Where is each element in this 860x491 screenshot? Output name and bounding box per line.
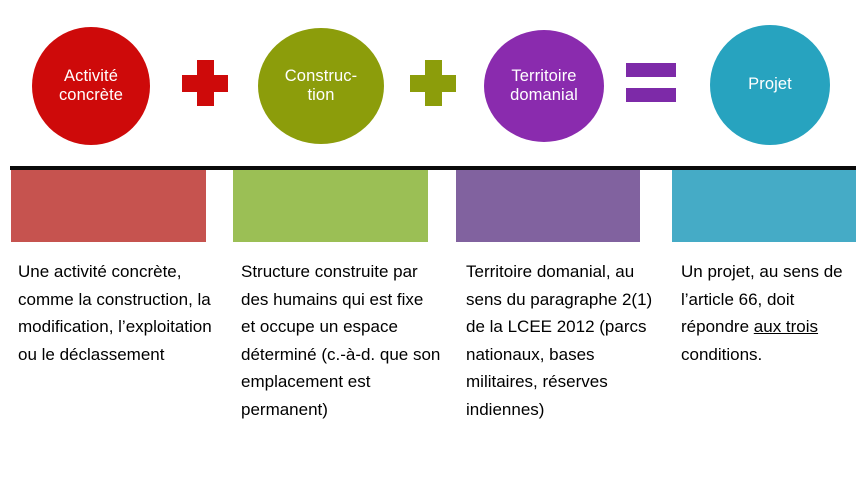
column-text-construction: Structure construite par des humains qui…: [241, 262, 441, 419]
term-label: Territoire domanial: [510, 66, 578, 104]
column-text-projet-underlined: aux trois: [753, 317, 819, 336]
term-circle-projet: Projet: [710, 25, 830, 145]
column-text-projet: Un projet, au sens de l’article 66, doit…: [681, 258, 860, 368]
equals-icon: [626, 63, 676, 103]
column-bar-territoire-domanial: [456, 170, 640, 242]
term-label: Construc- tion: [284, 66, 358, 104]
column-text-projet-before: Un projet, au sens de l’article 66, doit…: [681, 262, 843, 336]
column-bar-construction: [233, 170, 428, 242]
term-label: Projet: [748, 75, 792, 94]
horizontal-divider: [10, 166, 856, 170]
equals-icon-top-bar: [626, 63, 676, 77]
column-text-projet-after: conditions.: [681, 344, 763, 364]
plus-icon: [182, 60, 228, 106]
column-text-territoire-domanial: Territoire domanial, au sens du paragrap…: [466, 262, 653, 419]
plus-icon-vertical-bar: [197, 60, 214, 106]
equation-row: Activité concrète Construc- tion Territo…: [0, 0, 860, 160]
term-circle-activite-concrete: Activité concrète: [32, 27, 150, 145]
column-bar-activite-concrete: [11, 170, 206, 242]
column-text-activite-concrete: Une activité concrète, comme la construc…: [18, 262, 212, 364]
term-circle-territoire-domanial: Territoire domanial: [484, 30, 604, 142]
term-label: Activité concrète: [58, 66, 124, 104]
plus-icon: [410, 60, 456, 106]
column-bar-projet: [672, 170, 856, 242]
equals-icon-bottom-bar: [626, 88, 676, 102]
term-circle-construction: Construc- tion: [258, 28, 384, 144]
plus-icon-vertical-bar: [425, 60, 442, 106]
